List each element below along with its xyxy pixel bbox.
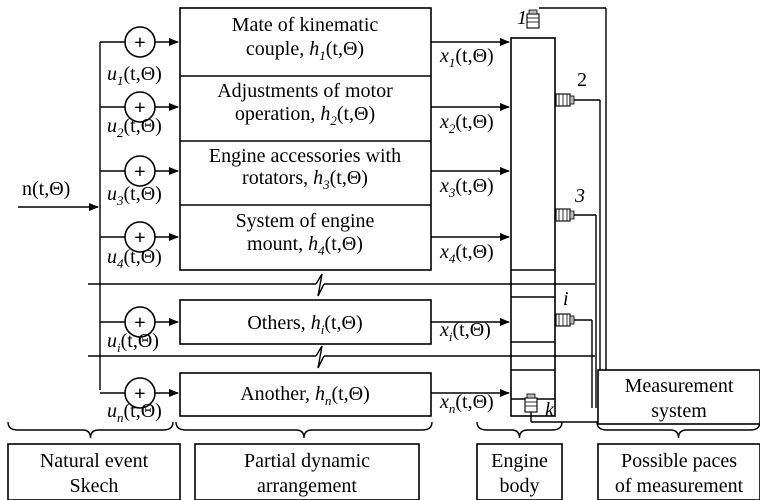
sensor-number-label: i	[563, 288, 569, 310]
blocks-frame	[179, 7, 432, 271]
caption-line2: Skech	[70, 475, 119, 497]
disturbance-label: u1(t,Θ)	[107, 63, 162, 88]
sensor-number-label: 3	[574, 185, 585, 207]
block-title-line1: Engine accessories with	[209, 145, 401, 167]
plus-sign: +	[134, 227, 145, 249]
block-title-line2: Another, hn(t,Θ)	[240, 383, 370, 408]
caption-line1: Engine	[491, 450, 548, 472]
block-title-line1: System of engine	[236, 210, 375, 232]
caption-line2: body	[500, 475, 540, 497]
measurement-system-line2: system	[651, 400, 707, 422]
block-title-line1: Mate of kinematic	[232, 14, 379, 36]
plus-sign: +	[134, 312, 145, 334]
sensor-number-label: k	[545, 399, 555, 421]
block-title-line2: rotators, h3(t,Θ)	[242, 167, 368, 192]
engine-body-frame	[510, 37, 556, 417]
grouping-brace	[596, 421, 760, 439]
disturbance-label: un(t,Θ)	[107, 400, 162, 425]
output-label: x2(t,Θ)	[439, 111, 494, 136]
disturbance-label: ui(t,Θ)	[107, 330, 159, 355]
caption-line1: Partial dynamic	[244, 450, 370, 472]
bottom-braces	[7, 421, 760, 439]
output-label: x3(t,Θ)	[439, 175, 494, 200]
channel-row: +u3(t,Θ) Engine accessories withrotators,…	[100, 145, 510, 208]
plus-sign: +	[134, 161, 145, 183]
disturbance-label: u3(t,Θ)	[107, 183, 162, 208]
measurement-system-box	[597, 369, 760, 425]
sensor-icon	[555, 313, 575, 327]
output-label: xn(t,Θ)	[439, 391, 494, 416]
caption-line2: arrangement	[257, 475, 357, 497]
block-title-line2: couple, h1(t,Θ)	[246, 38, 364, 63]
grouping-brace	[476, 421, 563, 439]
output-label: x1(t,Θ)	[439, 45, 494, 70]
plus-sign: +	[134, 383, 145, 405]
break-line-lower	[88, 345, 595, 369]
channel-row: +un(t,Θ) Another, hn(t,Θ) xn(t,Θ)	[100, 377, 510, 425]
input-signal-label: n(t,Θ)	[22, 178, 70, 200]
caption-line1: Possible paces	[621, 450, 737, 472]
sensors: 1 2 3 i k	[517, 7, 607, 423]
grouping-brace	[175, 421, 433, 439]
output-label: x4(t,Θ)	[439, 241, 494, 266]
caption-box: Possible paces of measurement	[597, 443, 760, 500]
block-others-frame	[179, 299, 432, 345]
sensor-icon	[524, 393, 538, 413]
plus-sign: +	[134, 97, 145, 119]
caption-box: Partial dynamic arrangement	[194, 443, 420, 500]
partial-dynamic-block-group	[179, 7, 432, 271]
caption-box: Engine body	[476, 443, 563, 500]
block-another-frame	[179, 372, 432, 417]
measurement-system-line1: Measurement	[625, 375, 734, 397]
disturbance-label: u2(t,Θ)	[107, 115, 162, 140]
caption-line2: of measurement	[615, 475, 744, 497]
grouping-brace	[7, 421, 174, 439]
block-title-line2: operation, h2(t,Θ)	[235, 103, 375, 128]
sensor-icon	[555, 93, 575, 107]
caption-line1: Natural event	[40, 450, 149, 472]
channel-row: +ui(t,Θ) Others, hi(t,Θ) xi(t,Θ)	[100, 306, 510, 355]
plus-sign: +	[134, 32, 145, 54]
sensor-icon	[526, 9, 540, 29]
break-line-upper	[88, 273, 595, 297]
output-label: xi(t,Θ)	[439, 319, 491, 344]
engine-body	[510, 37, 556, 417]
block-title-line2: Others, hi(t,Θ)	[247, 312, 362, 337]
sensor-icon	[555, 208, 575, 222]
block-title-line1: Adjustments of motor	[217, 80, 393, 102]
sensor-number-label: 1	[517, 7, 527, 29]
disturbance-label: u4(t,Θ)	[107, 246, 162, 271]
sensor-number-label: 2	[577, 69, 587, 91]
block-title-line2: mount, h4(t,Θ)	[247, 233, 363, 258]
